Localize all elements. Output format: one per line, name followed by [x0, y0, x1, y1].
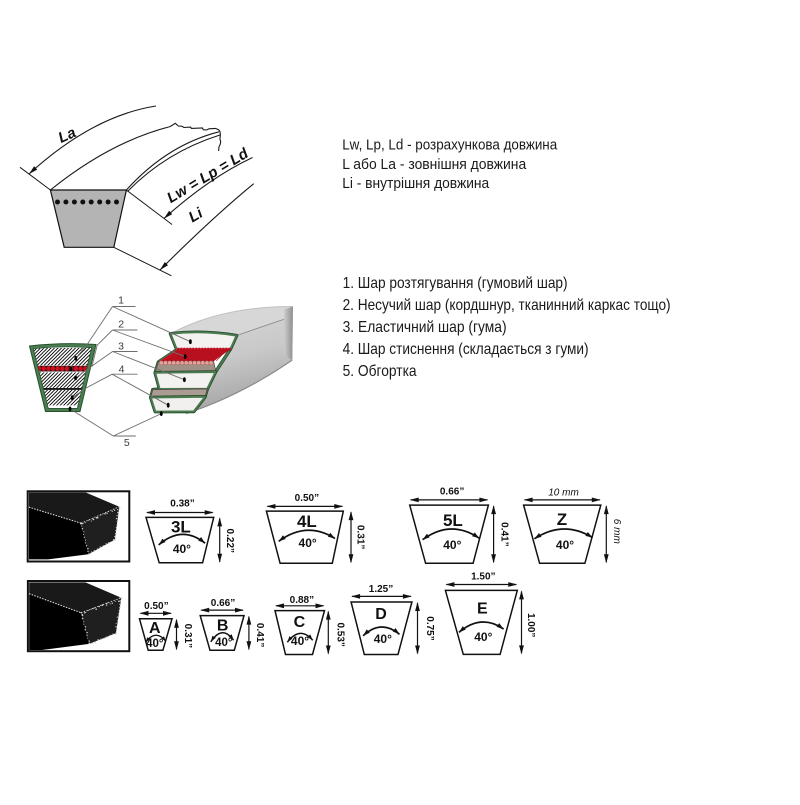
svg-text:40°: 40° [443, 538, 461, 552]
svg-text:40°: 40° [474, 630, 492, 644]
svg-text:E: E [477, 601, 488, 618]
svg-text:1.50”: 1.50” [471, 571, 495, 582]
svg-text:5L: 5L [443, 511, 463, 530]
svg-text:40°: 40° [146, 638, 164, 650]
svg-text:B: B [217, 618, 229, 635]
svg-text:5: 5 [124, 437, 130, 449]
svg-text:3: 3 [118, 341, 124, 353]
svg-text:0.66”: 0.66” [440, 487, 464, 498]
svg-text:40°: 40° [173, 542, 191, 556]
svg-text:Li - внутрішня довжина: Li - внутрішня довжина [342, 175, 490, 192]
svg-text:10 mm: 10 mm [548, 487, 579, 498]
svg-text:0.88”: 0.88” [290, 595, 314, 606]
svg-text:0.31”: 0.31” [355, 525, 366, 549]
svg-text:40°: 40° [215, 637, 233, 649]
svg-text:Z: Z [557, 510, 567, 529]
svg-text:1. Шар розтягування (гумовий ш: 1. Шар розтягування (гумовий шар) [343, 275, 568, 292]
svg-text:La: La [56, 124, 79, 147]
svg-text:1: 1 [118, 295, 124, 307]
svg-text:40°: 40° [291, 634, 309, 648]
svg-text:Lw, Lp, Ld - розрахункова довж: Lw, Lp, Ld - розрахункова довжина [342, 136, 558, 153]
svg-text:4. Шар стиснення (складається: 4. Шар стиснення (складається з гуми) [343, 341, 589, 358]
svg-text:3L: 3L [171, 518, 191, 537]
svg-text:5. Обгортка: 5. Обгортка [343, 363, 417, 380]
svg-text:0.41”: 0.41” [498, 522, 509, 546]
svg-text:6 mm: 6 mm [611, 519, 622, 544]
svg-text:C: C [294, 614, 306, 631]
svg-text:0.31”: 0.31” [182, 624, 193, 648]
svg-text:0.38”: 0.38” [170, 498, 194, 509]
svg-text:0.75”: 0.75” [424, 616, 435, 640]
svg-text:4: 4 [119, 363, 125, 375]
svg-text:4L: 4L [297, 512, 317, 531]
svg-text:0.22”: 0.22” [224, 529, 235, 553]
svg-text:0.50”: 0.50” [295, 493, 319, 504]
svg-text:1.25”: 1.25” [369, 584, 393, 595]
svg-text:40°: 40° [374, 632, 392, 646]
svg-text:D: D [375, 606, 387, 623]
svg-text:2. Несучий шар (кордшнур, ткан: 2. Несучий шар (кордшнур, тканинний карк… [343, 297, 671, 314]
svg-text:A: A [149, 620, 161, 637]
svg-text:0.53”: 0.53” [335, 622, 346, 646]
svg-text:40°: 40° [299, 536, 317, 550]
svg-text:2: 2 [118, 319, 124, 331]
svg-text:0.66”: 0.66” [211, 598, 235, 609]
svg-text:1.00”: 1.00” [525, 613, 536, 637]
svg-text:0.50”: 0.50” [144, 601, 168, 612]
svg-text:0.41”: 0.41” [254, 623, 265, 647]
svg-text:L або La - зовнішня довжина: L або La - зовнішня довжина [342, 156, 527, 173]
svg-text:3. Еластичний шар (гума): 3. Еластичний шар (гума) [343, 319, 507, 336]
svg-text:40°: 40° [556, 538, 574, 552]
